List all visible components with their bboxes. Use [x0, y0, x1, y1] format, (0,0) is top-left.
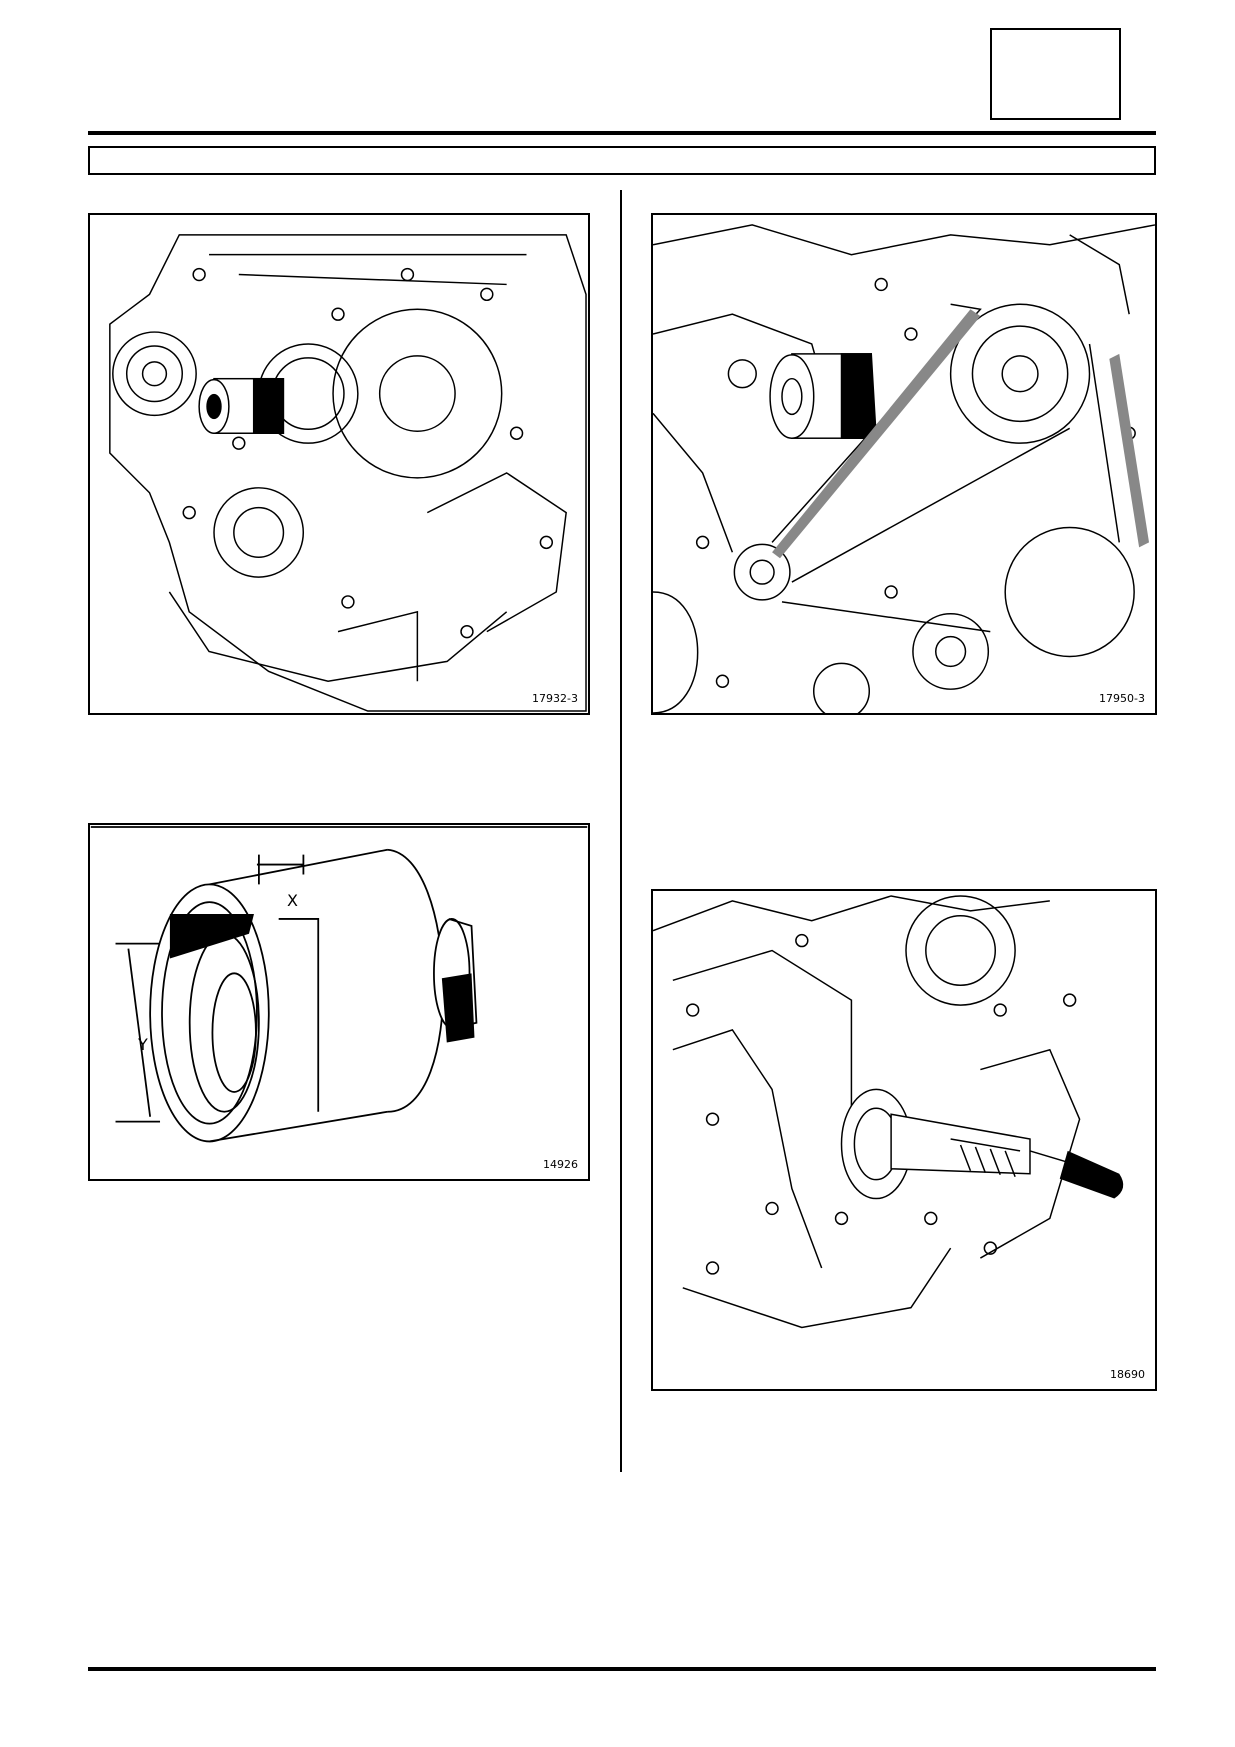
figure-belt-tensioner: 17950-3	[651, 213, 1157, 715]
dimension-y-label: Y	[138, 1035, 148, 1054]
figure-engine-timing-tool: 17932-3	[88, 213, 590, 715]
figure-reference: 17950-3	[1097, 692, 1147, 705]
oil-seal-illustration	[653, 895, 1124, 1329]
figure-oil-seal-fitting: 18690	[651, 889, 1157, 1391]
figure-tool-dimensions: X Y 14926	[88, 823, 590, 1181]
dimension-x-label: X	[287, 891, 298, 910]
header-rule	[88, 131, 1156, 135]
figure-reference: 18690	[1108, 1368, 1147, 1381]
tool-dimension-drawing	[90, 826, 588, 1143]
belt-tensioner-illustration	[653, 224, 1155, 713]
column-divider	[620, 190, 622, 1472]
page-number-box	[990, 28, 1121, 120]
footer-rule	[88, 1667, 1156, 1671]
figure-reference: 17932-3	[530, 692, 580, 705]
title-bar	[88, 146, 1156, 175]
figure-reference: 14926	[541, 1158, 580, 1171]
engine-timing-illustration	[109, 234, 587, 712]
